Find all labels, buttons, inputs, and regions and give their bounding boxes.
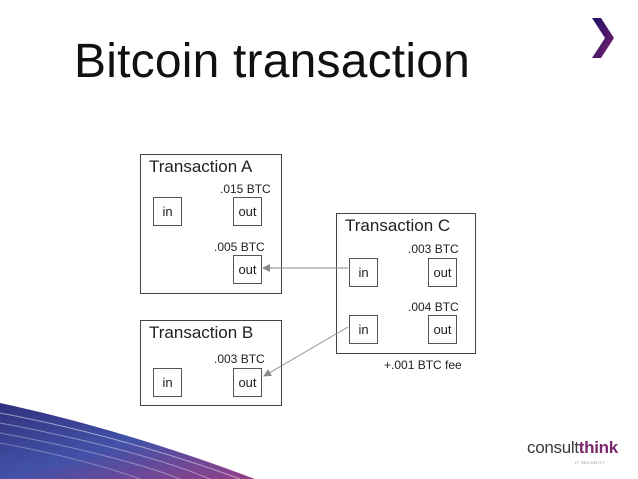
transaction-a-input: in [153, 197, 182, 226]
transaction-c-title: Transaction C [345, 216, 451, 235]
output-label: out [238, 204, 257, 219]
output-label: out [238, 375, 257, 390]
transaction-b-title: Transaction B [149, 323, 254, 342]
transaction-c-output-2: out [428, 315, 457, 344]
transaction-b-output-1: out [233, 368, 262, 397]
output-label: out [433, 265, 452, 280]
logo-subtitle: IT SECURITY [575, 460, 606, 465]
link-c-in2-to-b-out1 [263, 326, 349, 377]
input-label: in [358, 322, 369, 337]
output-label: out [238, 262, 257, 277]
transaction-a-output-2: out [233, 255, 262, 284]
transaction-c-output-1: out [428, 258, 457, 287]
decorative-swoosh [0, 403, 255, 479]
transaction-b-box: Transaction B in .003 BTC out [140, 320, 282, 406]
logo-part-a: consult [527, 438, 579, 457]
fee-label: +.001 BTC fee [384, 358, 462, 372]
transaction-c-input-2: in [349, 315, 378, 344]
transaction-a-output-1-amount: .015 BTC [220, 182, 271, 196]
transaction-b-input: in [153, 368, 182, 397]
slide-title: Bitcoin transaction [74, 35, 471, 88]
output-label: out [433, 322, 452, 337]
transaction-c-input-1: in [349, 258, 378, 287]
transaction-a-box: Transaction A in .015 BTC out .005 BTC o… [140, 154, 282, 294]
input-label: in [358, 265, 369, 280]
input-label: in [162, 375, 173, 390]
transaction-a-title: Transaction A [149, 157, 253, 176]
transaction-c-output-1-amount: .003 BTC [408, 242, 459, 256]
logo-part-b: think [578, 438, 618, 457]
transaction-c-box: Transaction C in .003 BTC out in .004 BT… [336, 213, 476, 354]
consultthink-logo: consultthink [527, 438, 618, 458]
transaction-a-output-1: out [233, 197, 262, 226]
input-label: in [162, 204, 173, 219]
transaction-a-output-2-amount: .005 BTC [214, 240, 265, 254]
transaction-b-output-1-amount: .003 BTC [214, 352, 265, 366]
transaction-c-output-2-amount: .004 BTC [408, 300, 459, 314]
chevron-logo-icon [592, 18, 614, 58]
